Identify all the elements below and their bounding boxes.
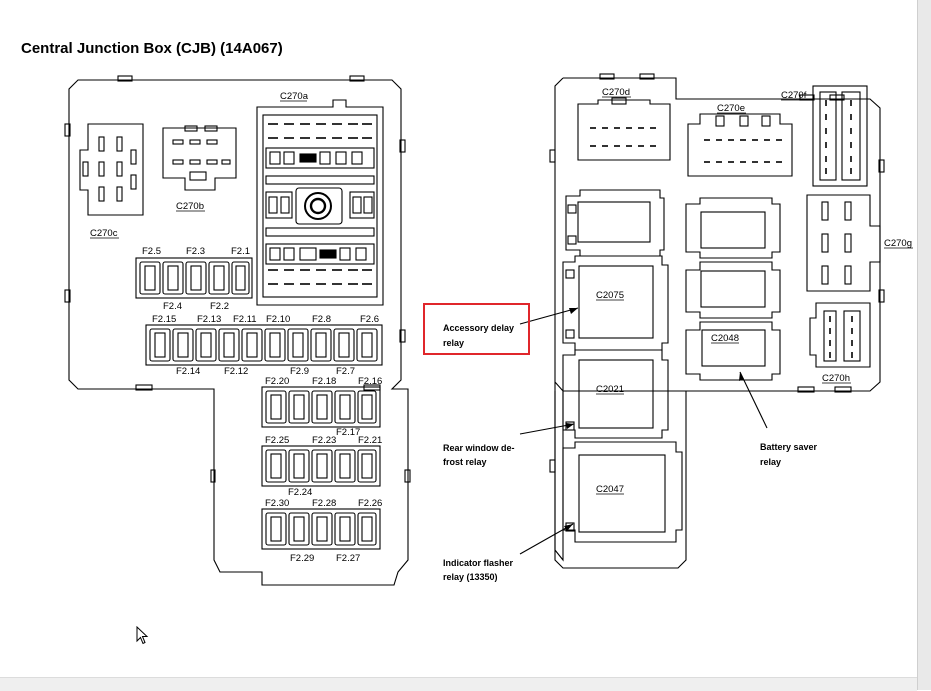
fuse-label: F2.14 xyxy=(176,366,200,377)
connector-c270e xyxy=(687,113,793,177)
connector-c270c xyxy=(79,123,144,216)
fuse-label: F2.11 xyxy=(233,314,257,325)
fuse-label: F2.1 xyxy=(231,246,250,257)
fuse-label: F2.3 xyxy=(186,246,205,257)
label-c270e: C270e xyxy=(717,103,745,114)
callout-indicator-flasher-1: Indicator flasher xyxy=(443,558,514,568)
fuse-label: F2.23 xyxy=(312,435,336,446)
cjb-diagram: C270a C270b C270c F2.5 F2.3 F2.1 F2.4 F2… xyxy=(64,73,913,586)
connector-c270h xyxy=(809,302,871,368)
callout-indicator-flasher-2: relay (13350) xyxy=(443,572,498,582)
fuse-label: F2.7 xyxy=(336,366,355,377)
fuse-block-5 xyxy=(261,508,381,550)
callout-battery-saver-2: relay xyxy=(760,457,781,467)
highlight-box xyxy=(423,303,530,355)
fuse-label: F2.2 xyxy=(210,301,229,312)
fuse-label: F2.15 xyxy=(152,314,176,325)
label-c270g: C270g xyxy=(884,238,912,249)
fuse-label: F2.27 xyxy=(336,553,360,564)
callout-battery-saver-1: Battery saver xyxy=(760,442,818,452)
relay-c2075 xyxy=(562,255,669,351)
fuse-label: F2.6 xyxy=(360,314,379,325)
label-c2021: C2021 xyxy=(596,384,624,395)
fuse-label: F2.26 xyxy=(358,498,382,509)
fuse-label: F2.30 xyxy=(265,498,289,509)
fuse-label: F2.4 xyxy=(163,301,182,312)
connector-c270a xyxy=(256,99,384,306)
label-c270c: C270c xyxy=(90,228,118,239)
page-title: Central Junction Box (CJB) (14A067) xyxy=(21,40,283,57)
fuse-label: F2.24 xyxy=(288,487,312,498)
connector-c270b xyxy=(162,125,237,191)
relay-top-unlabeled xyxy=(565,189,665,257)
fuse-row-1 xyxy=(135,257,253,299)
connector-c270g xyxy=(806,194,881,292)
relay-mid-1 xyxy=(685,197,781,259)
fuse-label: F2.16 xyxy=(358,376,382,387)
fuse-label: F2.18 xyxy=(312,376,336,387)
fuse-label: F2.9 xyxy=(290,366,309,377)
callout-rear-window-2: frost relay xyxy=(443,457,487,467)
left-box-outline xyxy=(68,79,409,586)
label-c2047: C2047 xyxy=(596,484,624,495)
label-c270a: C270a xyxy=(280,91,309,102)
label-c270h: C270h xyxy=(822,373,850,384)
callout-accessory-delay-1: Accessory delay xyxy=(443,323,514,333)
label-c2075: C2075 xyxy=(596,290,624,301)
label-c270d: C270d xyxy=(602,87,630,98)
relay-c2048 xyxy=(685,321,781,381)
fuse-block-3 xyxy=(261,386,381,428)
fuse-label: F2.29 xyxy=(290,553,314,564)
fuse-block-4 xyxy=(261,445,381,487)
fuse-label: F2.28 xyxy=(312,498,336,509)
relay-mid-2 xyxy=(685,261,781,319)
window-frame-right xyxy=(917,0,931,690)
fuse-label: F2.8 xyxy=(312,314,331,325)
fuse-label: F2.21 xyxy=(358,435,382,446)
right-box-outline xyxy=(554,77,881,562)
label-c270f: C270f xyxy=(781,90,807,101)
mouse-cursor-icon xyxy=(136,626,149,645)
fuse-row-2 xyxy=(145,324,383,366)
window-frame-bottom xyxy=(0,677,917,691)
fuse-label: F2.17 xyxy=(336,427,360,438)
fuse-label: F2.25 xyxy=(265,435,289,446)
callout-rear-window-1: Rear window de- xyxy=(443,443,515,453)
fuse-label: F2.10 xyxy=(266,314,290,325)
fuse-label: F2.12 xyxy=(224,366,248,377)
fuse-label: F2.20 xyxy=(265,376,289,387)
fuse-label: F2.5 xyxy=(142,246,161,257)
fuse-label: F2.13 xyxy=(197,314,221,325)
label-c270b: C270b xyxy=(176,201,204,212)
connector-c270f xyxy=(812,85,868,187)
connector-c270d xyxy=(577,97,671,161)
callout-accessory-delay-2: relay xyxy=(443,338,464,348)
label-c2048: C2048 xyxy=(711,333,739,344)
